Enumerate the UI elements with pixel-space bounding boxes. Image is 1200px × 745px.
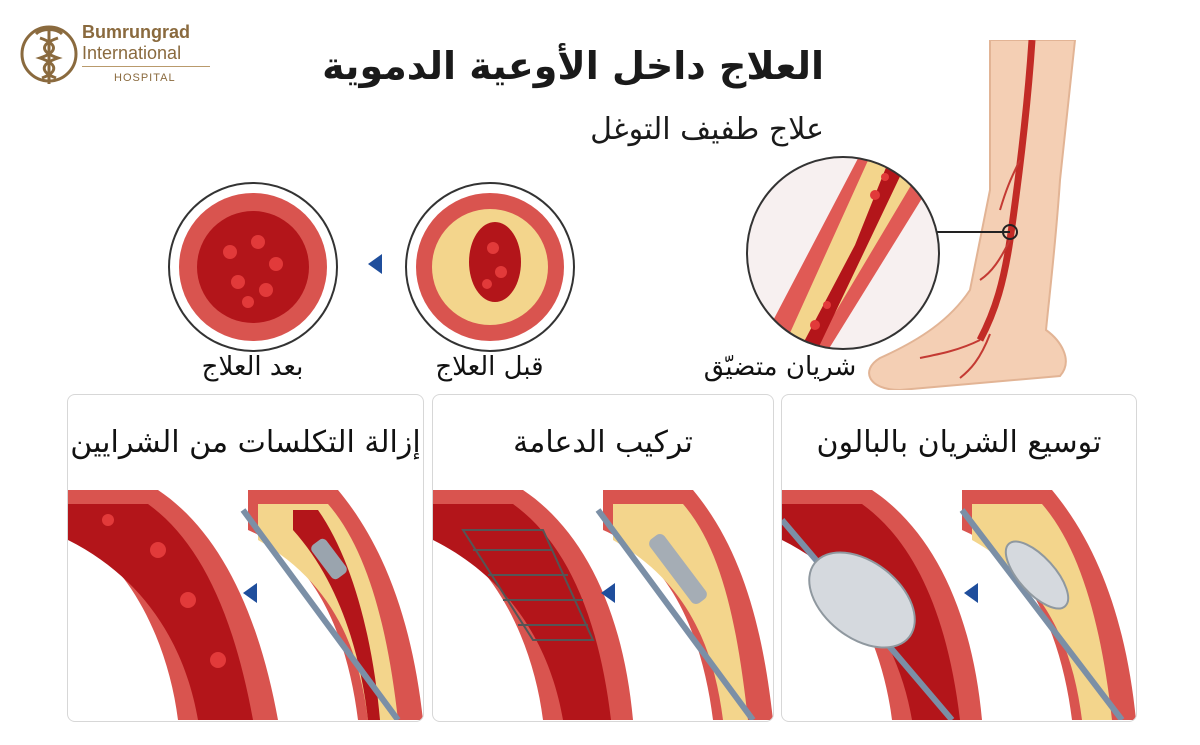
stent-arrow-icon [601, 583, 615, 603]
narrowed-artery-label: شريان متضيّق [703, 352, 857, 382]
before-treatment-cross-section [405, 182, 575, 352]
balloon-arrow-icon [964, 583, 978, 603]
logo-name-line2: International [82, 43, 182, 63]
logo-divider [82, 66, 210, 67]
after-arrow-icon [368, 254, 382, 274]
panel-balloon-title: توسيع الشريان بالبالون [816, 425, 1102, 460]
panel-stent: تركيب الدعامة [432, 394, 774, 722]
atherectomy-arrow-icon [243, 583, 257, 603]
panel-atherectomy: إزالة التكلسات من الشرايين [67, 394, 424, 722]
narrowed-artery-zoom [746, 156, 940, 350]
after-treatment-label: بعد العلاج [201, 352, 304, 382]
caduceus-icon [20, 25, 78, 84]
stent-illustration [433, 490, 773, 720]
logo-name-line3: HOSPITAL [114, 72, 176, 84]
before-treatment-label: قبل العلاج [435, 352, 544, 382]
zoom-connector-line [935, 231, 1010, 233]
atherectomy-illustration [68, 490, 423, 720]
logo-name-line1: Bumrungrad [82, 22, 190, 42]
leg-illustration [868, 40, 1077, 390]
panel-stent-title: تركيب الدعامة [513, 425, 693, 460]
panel-atherectomy-title: إزالة التكلسات من الشرايين [70, 425, 421, 460]
panel-balloon: توسيع الشريان بالبالون [781, 394, 1137, 722]
after-treatment-cross-section [168, 182, 338, 352]
balloon-illustration [782, 490, 1136, 720]
page-title: العلاج داخل الأوعية الدموية [322, 44, 824, 88]
page-subtitle: علاج طفيف التوغل [590, 112, 824, 147]
hospital-logo: Bumrungrad International HOSPITAL [18, 18, 218, 90]
